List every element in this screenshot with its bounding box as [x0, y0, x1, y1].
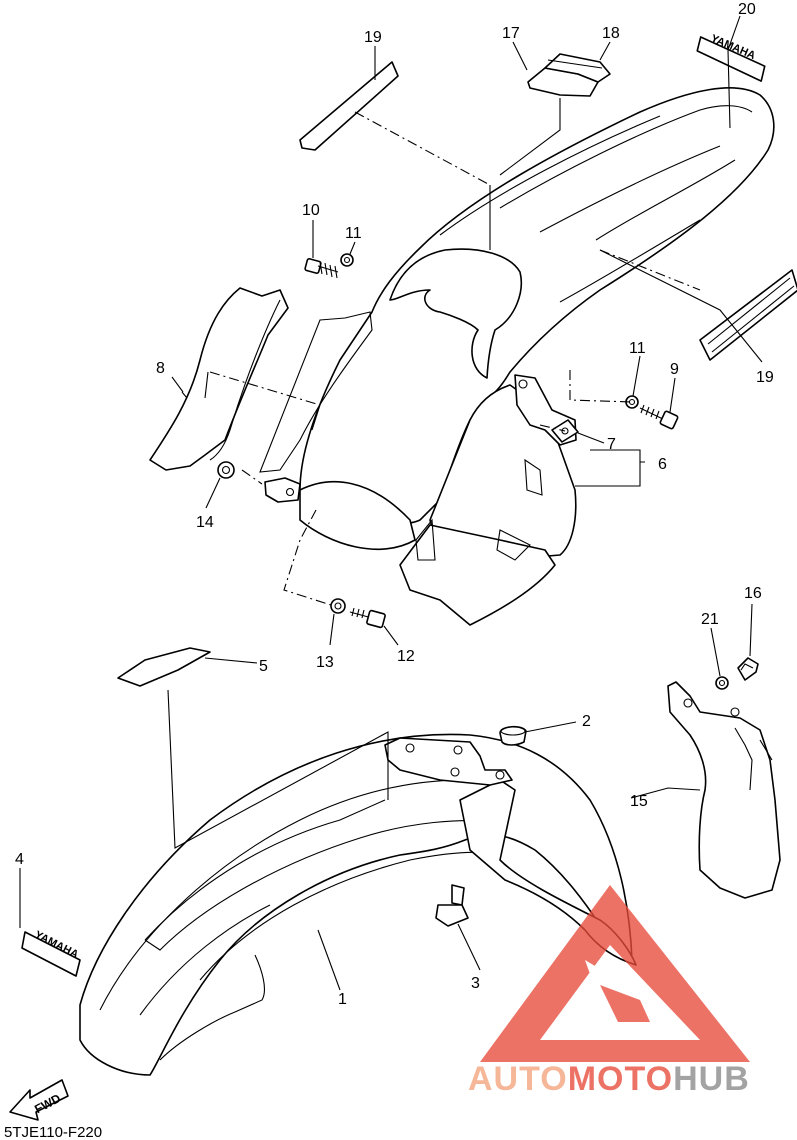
callout-19-right: 19	[756, 369, 774, 386]
front-fender[interactable]	[79, 733, 637, 1076]
splash-plate-outline	[259, 311, 373, 473]
callout-16: 16	[744, 585, 762, 602]
bolt-10[interactable]	[304, 258, 339, 279]
leader-lines	[19, 15, 763, 991]
washer-21[interactable]	[715, 676, 729, 690]
front-fender-top-decal[interactable]	[117, 647, 211, 687]
callout-14: 14	[196, 514, 214, 531]
callout-9: 9	[670, 361, 679, 378]
callout-17: 17	[502, 25, 520, 42]
callout-numbers: 1 2 3 4 5 6 7 8 9 10 11 11 12 13 14 15 1…	[15, 1, 774, 1008]
callout-20: 20	[738, 1, 756, 18]
callout-6: 6	[658, 456, 667, 473]
rear-fender[interactable]	[264, 87, 775, 626]
bolt-3[interactable]	[435, 884, 469, 927]
callout-10: 10	[302, 202, 320, 219]
washer-11-top[interactable]	[340, 253, 354, 267]
callout-5: 5	[259, 658, 268, 675]
rear-fender-pad[interactable]	[527, 53, 611, 97]
callout-2: 2	[582, 713, 591, 730]
callout-1: 1	[338, 991, 347, 1008]
callout-4: 4	[15, 851, 24, 868]
rear-side-decal-right[interactable]	[699, 269, 797, 361]
callout-11-top: 11	[345, 225, 362, 242]
watermark-text: AUTOMOTOHUB	[468, 1060, 750, 1098]
front-fender-brand-decal[interactable]: YAMAHA	[21, 929, 81, 977]
watermark-part2: MOTO	[568, 1060, 673, 1098]
forward-direction-arrow: FWD	[9, 1079, 69, 1121]
watermark-triangle-icon	[480, 885, 750, 1062]
bolt-9[interactable]	[639, 404, 679, 430]
watermark-part3: HUB	[673, 1060, 750, 1098]
callout-8: 8	[156, 360, 165, 377]
rear-side-decal-left[interactable]	[299, 61, 399, 151]
callout-11-right: 11	[629, 340, 646, 357]
bolt-12[interactable]	[349, 607, 386, 629]
screw-16[interactable]	[737, 657, 759, 681]
rear-side-cover[interactable]	[149, 287, 289, 471]
rear-fender-brand-decal[interactable]: YAMAHA	[696, 33, 766, 82]
washer-13[interactable]	[330, 598, 346, 614]
diagram-code: 5TJE110-F220	[4, 1124, 102, 1140]
callout-3: 3	[471, 975, 480, 992]
callout-21: 21	[701, 611, 719, 628]
guard-15[interactable]	[667, 681, 781, 899]
callout-18: 18	[602, 25, 620, 42]
grommet-2[interactable]	[499, 725, 527, 746]
callout-7: 7	[607, 436, 616, 453]
callout-15: 15	[630, 793, 648, 810]
callout-12: 12	[397, 648, 415, 665]
washer-14[interactable]	[217, 461, 235, 479]
callout-13: 13	[316, 654, 334, 671]
watermark-part1: AUTO	[468, 1060, 568, 1098]
callout-19-top: 19	[364, 29, 382, 46]
watermark-logo: AUTOMOTOHUB	[468, 885, 750, 1098]
washer-11-right[interactable]	[625, 395, 639, 409]
